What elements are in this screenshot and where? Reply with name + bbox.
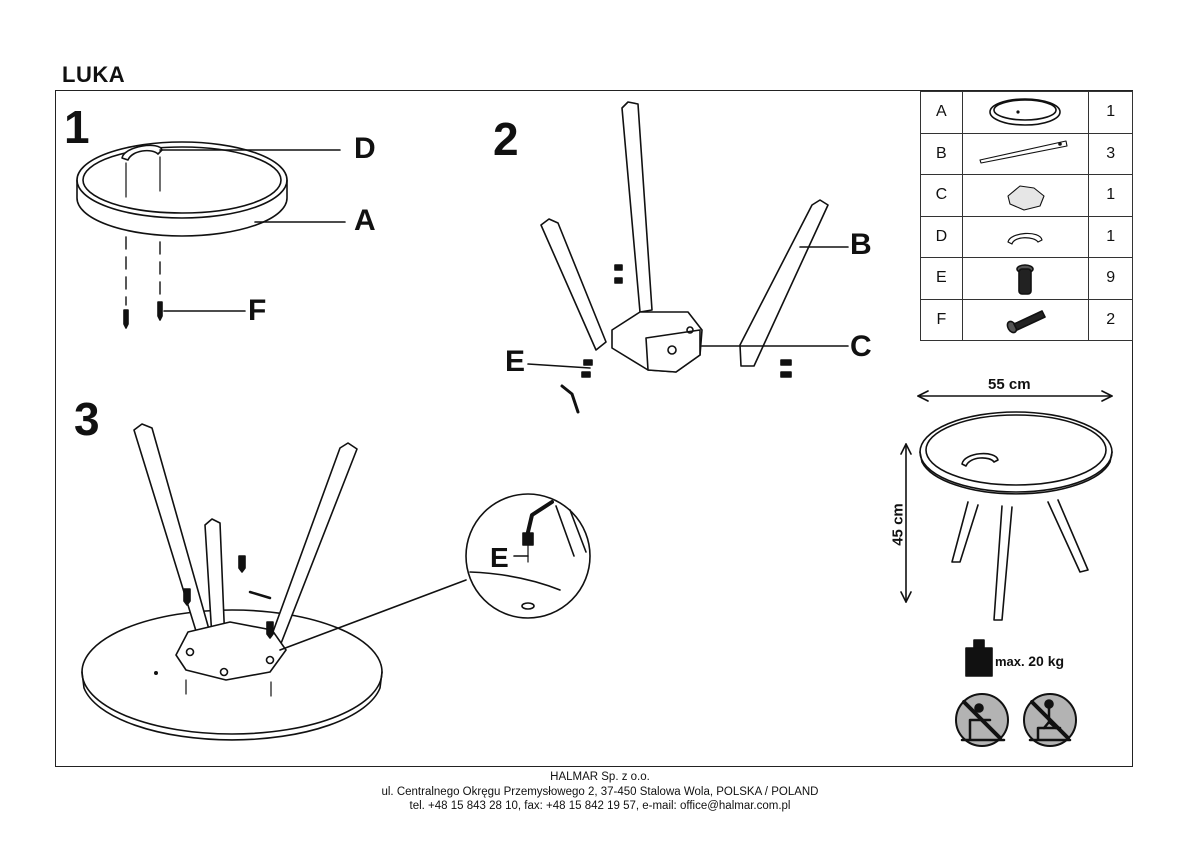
step1-tabletop-drawing bbox=[76, 141, 346, 329]
tabletop-icon-cell bbox=[961, 91, 1090, 134]
bolt-icon-cell bbox=[961, 298, 1090, 341]
step2-legs-drawing bbox=[527, 101, 849, 414]
parts-row-e: E 9 bbox=[920, 257, 1133, 300]
part-letter: F bbox=[920, 298, 963, 341]
callout-screw-e-step2: E bbox=[505, 345, 526, 378]
parts-row-a: A 1 bbox=[920, 91, 1133, 134]
screw-icon-cell bbox=[961, 257, 1090, 300]
part-qty: 1 bbox=[1088, 215, 1133, 258]
callout-bracket-c: C bbox=[850, 330, 872, 363]
callout-bolt-f: F bbox=[248, 294, 267, 327]
part-qty: 3 bbox=[1088, 132, 1133, 175]
footer-company: HALMAR Sp. z o.o. bbox=[550, 771, 650, 783]
callout-handle-d: D bbox=[354, 132, 376, 165]
footer: HALMAR Sp. z o.o. ul. Centralnego Okręgu… bbox=[0, 770, 1200, 814]
height-dimension: 45 cm bbox=[889, 503, 907, 546]
callout-tabletop-a: A bbox=[354, 204, 376, 237]
footer-address: ul. Centralnego Okręgu Przemysłowego 2, … bbox=[381, 785, 819, 798]
callout-screw-e-step3: E bbox=[490, 542, 509, 573]
part-qty: 2 bbox=[1088, 298, 1133, 341]
part-letter: B bbox=[920, 132, 963, 175]
step-number-3: 3 bbox=[74, 393, 100, 445]
leg-icon-cell bbox=[961, 132, 1090, 175]
part-letter: E bbox=[920, 257, 963, 300]
part-qty: 1 bbox=[1088, 91, 1133, 134]
dimension-drawing bbox=[900, 390, 1113, 621]
part-letter: C bbox=[920, 174, 963, 217]
step-number-2: 2 bbox=[493, 113, 519, 165]
part-qty: 1 bbox=[1088, 174, 1133, 217]
callout-leg-b: B bbox=[850, 228, 872, 261]
part-letter: A bbox=[920, 91, 963, 134]
warning-icons bbox=[955, 693, 1077, 747]
max-load-prefix: max. bbox=[995, 654, 1025, 669]
step3-assembled-drawing bbox=[81, 423, 591, 741]
parts-row-c: C 1 bbox=[920, 174, 1133, 217]
part-letter: D bbox=[920, 215, 963, 258]
width-dimension: 55 cm bbox=[988, 376, 1031, 393]
parts-row-f: F 2 bbox=[920, 298, 1133, 341]
parts-row-b: B 3 bbox=[920, 132, 1133, 175]
part-qty: 9 bbox=[1088, 257, 1133, 300]
page-title: LUKA bbox=[62, 62, 126, 87]
handle-icon-cell bbox=[961, 215, 1090, 258]
instruction-frame bbox=[55, 90, 1133, 767]
max-load-value: 20 kg bbox=[1028, 653, 1065, 669]
max-load-label: max. 20 kg bbox=[995, 653, 1064, 669]
step-number-1: 1 bbox=[64, 101, 90, 153]
parts-list-table: A 1 B 3 C 1 D 1 E 9 F 2 bbox=[920, 91, 1133, 341]
weight-icon bbox=[965, 639, 993, 677]
parts-row-d: D 1 bbox=[920, 215, 1133, 258]
leg-mount-bracket-icon-cell bbox=[961, 174, 1090, 217]
footer-contact: tel. +48 15 843 28 10, fax: +48 15 842 1… bbox=[409, 800, 791, 812]
